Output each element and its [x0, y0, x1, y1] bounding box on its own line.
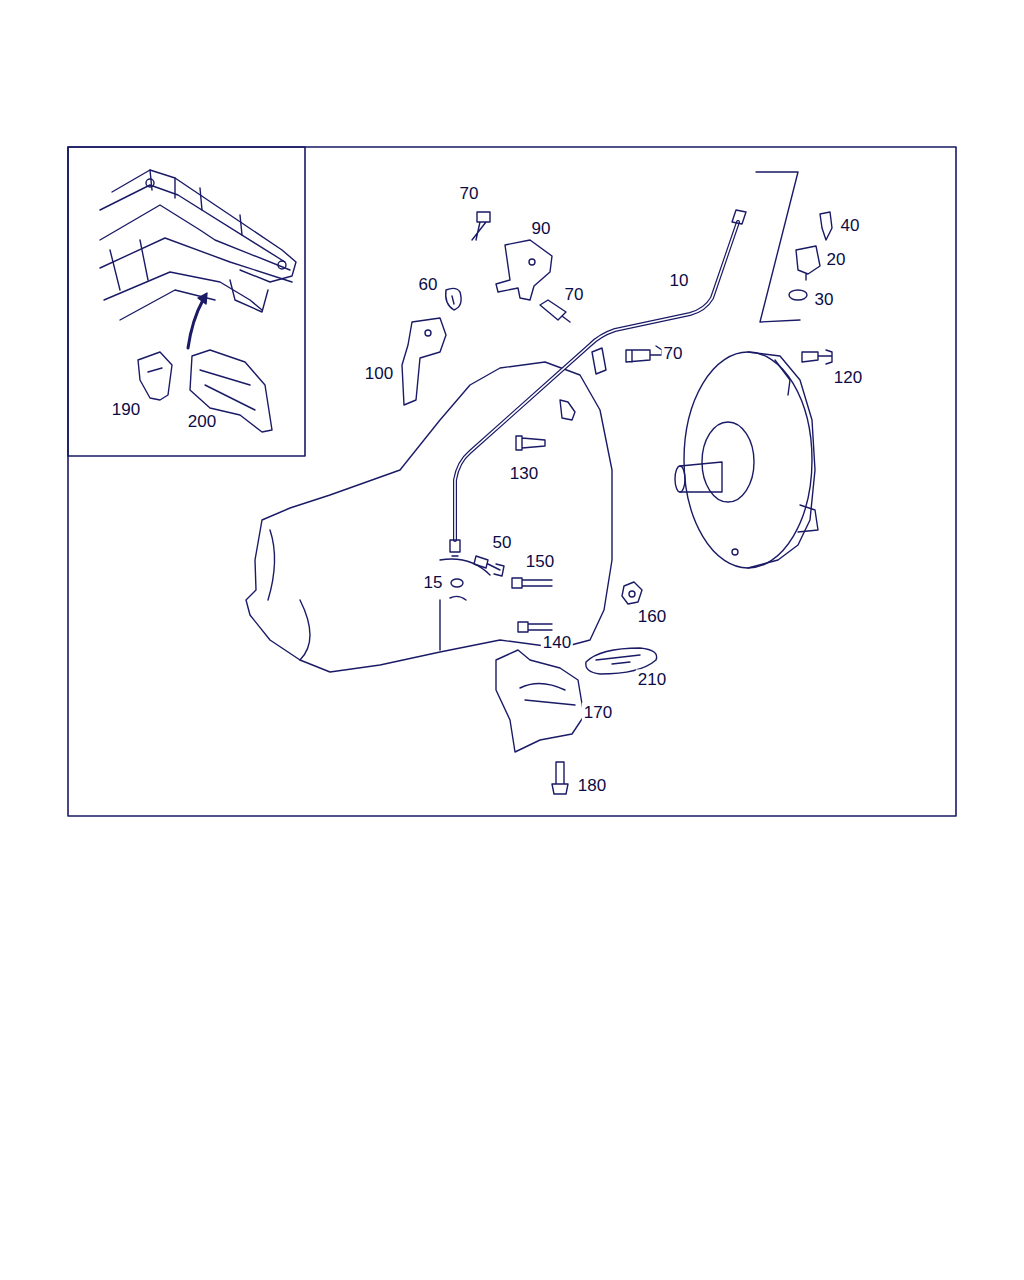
washer-30: [789, 290, 807, 300]
oil-tube: [455, 222, 738, 540]
callout-number: 60: [417, 275, 440, 294]
callout-number: 15: [422, 573, 445, 592]
washer-15: [451, 579, 463, 587]
bracket-100: [402, 318, 446, 405]
part-190: [138, 352, 172, 400]
callout-number: 70: [662, 344, 685, 363]
callout-number: 130: [508, 464, 540, 483]
callout-number: 170: [582, 703, 614, 722]
callout-number: 210: [636, 670, 668, 689]
tube-bracket: [592, 348, 606, 374]
clip-40: [820, 212, 832, 240]
callout-number: 150: [524, 552, 556, 571]
callout-number: 10: [668, 271, 691, 290]
inset-frame: [68, 147, 305, 456]
callout-number: 90: [530, 219, 553, 238]
oil-tube-inner: [455, 222, 738, 540]
callout-number: 160: [636, 607, 668, 626]
callout-number: 40: [839, 216, 862, 235]
bracket-90: [496, 240, 552, 300]
housing-lug: [560, 400, 575, 420]
callout-number: 70: [458, 184, 481, 203]
arrowhead: [198, 293, 207, 304]
nut-160: [622, 582, 642, 604]
transmission-housing: [246, 362, 612, 672]
pointer-arrow: [188, 300, 203, 348]
callout-number: 120: [832, 368, 864, 387]
nut-hole: [629, 591, 635, 597]
callout-number: 30: [813, 290, 836, 309]
tube-fitting: [450, 540, 460, 556]
bolts: [472, 212, 832, 794]
callout-number: 50: [491, 533, 514, 552]
callout-number: 20: [825, 250, 848, 269]
torque-converter: [675, 352, 818, 568]
outer-frame: [68, 147, 956, 816]
clamp-60: [446, 288, 461, 310]
shield-170: [496, 650, 584, 752]
callout-number: 190: [110, 400, 142, 419]
callout-number: 180: [576, 776, 608, 795]
housing-detail: [268, 530, 490, 660]
callout-number: 100: [363, 364, 395, 383]
callout-number: 200: [186, 412, 218, 431]
callout-number: 70: [563, 285, 586, 304]
housing-mark: [450, 596, 466, 600]
sensor-20: [796, 246, 820, 280]
subframe-drawing: [100, 170, 296, 320]
tube-fitting: [732, 210, 746, 224]
callout-number: 140: [541, 633, 573, 652]
